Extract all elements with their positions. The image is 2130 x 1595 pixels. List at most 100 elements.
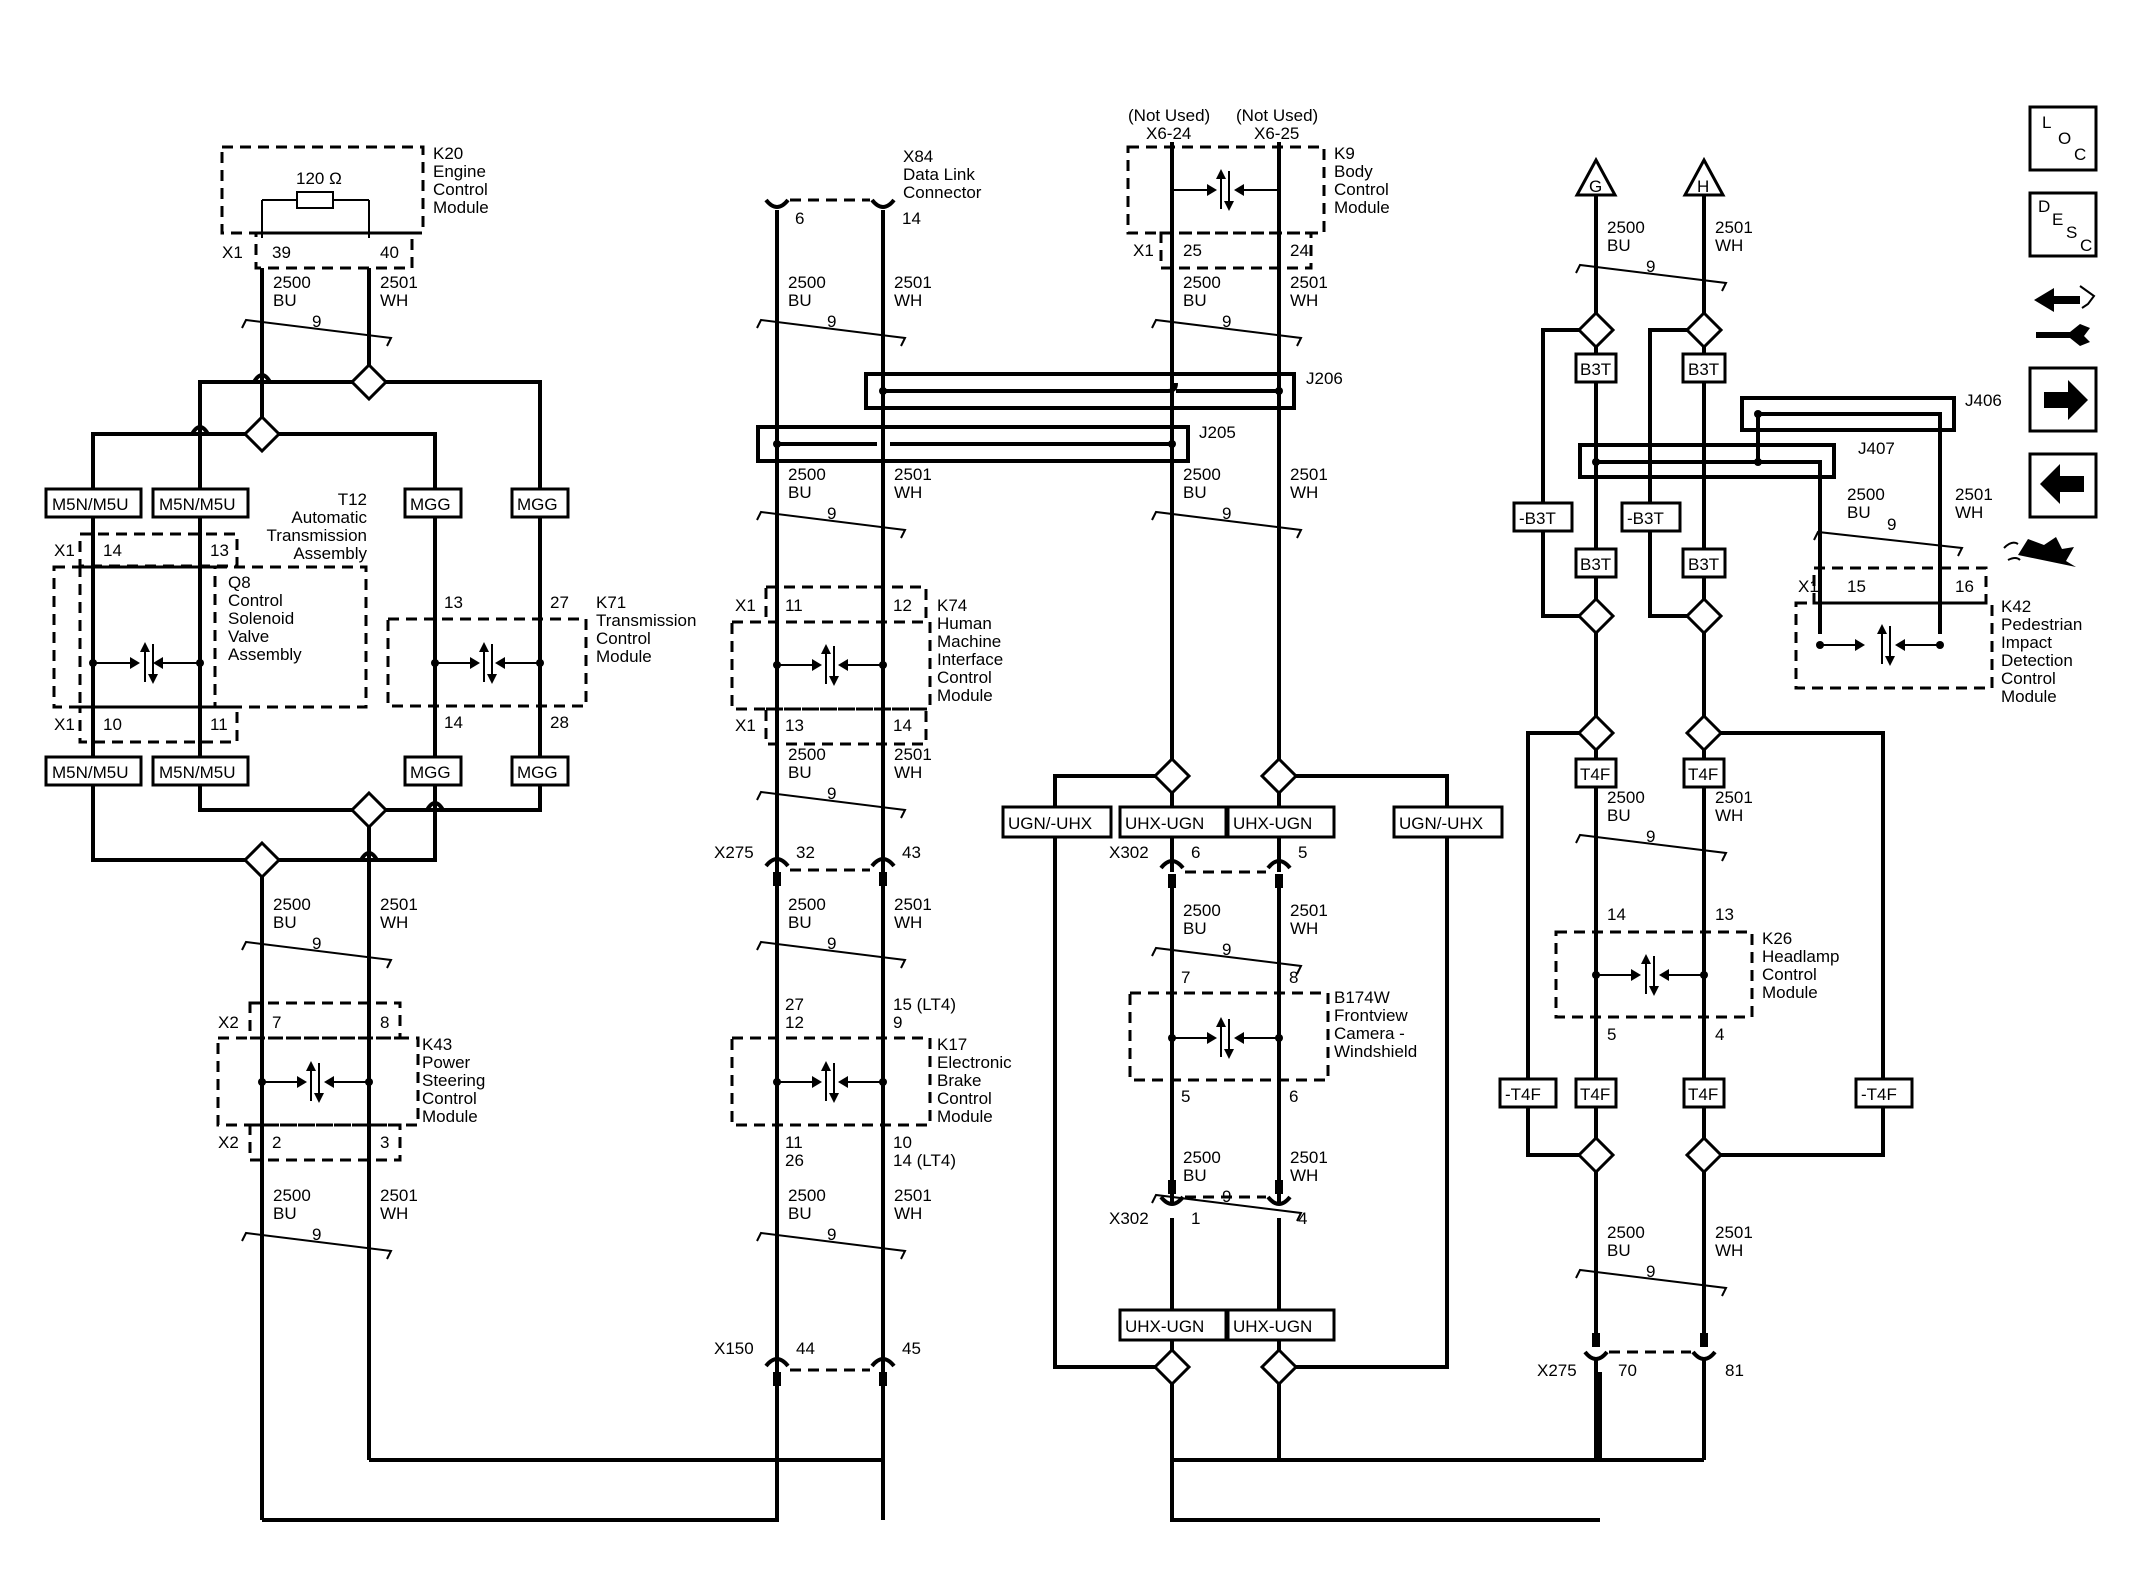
module-id: K42 [2001, 597, 2031, 616]
twisted-pair-marker [1575, 263, 1728, 292]
x84-data-link-connector[interactable]: 6 14 X84 Data Link Connector [764, 147, 982, 228]
offpage-label: G [1589, 177, 1602, 196]
option-boxes-t12[interactable]: M5N/M5U M5N/M5U MGG MGG M5N/M5U M5N/M5U … [44, 487, 570, 787]
wire-color-label: BU [788, 291, 812, 310]
splice-pack-j406[interactable]: J406 [1740, 391, 2002, 634]
q8-control-solenoid-valve-assembly[interactable]: X1 14 13 X1 10 11 Q8 Control Solenoid Va… [54, 532, 302, 744]
splice-pack-j206[interactable]: J206 [864, 369, 1343, 410]
k20-engine-control-module[interactable]: 120 Ω X1 39 40 K20 Engine Control Module [220, 144, 489, 270]
option-label: MGG [410, 495, 451, 514]
desc-icon[interactable]: D E S C [2028, 191, 2098, 258]
option-boxes-right[interactable]: B3T B3T -B3T -B3T B3T B3T T4F T4F -T4F T… [1498, 352, 1914, 1109]
wire-color-label: WH [1290, 919, 1318, 938]
wire-circuit-label: 2501 [1715, 1223, 1753, 1242]
module-name: Machine [937, 632, 1001, 651]
wire-color-label: WH [1290, 483, 1318, 502]
module-name: Electronic [937, 1053, 1012, 1072]
splice-pack-j407[interactable]: J407 [1578, 414, 1895, 634]
module-name: Valve [228, 627, 269, 646]
x275-connector-a[interactable]: X275 32 43 [714, 843, 921, 886]
bus-transceiver-icon [1816, 624, 1944, 666]
loc-icon[interactable]: L O C [2028, 105, 2098, 172]
next-arrow-icon[interactable] [2028, 366, 2098, 433]
pin-label: 44 [796, 1339, 815, 1358]
module-name: Module [1334, 198, 1390, 217]
ugn-uhx-loop [1053, 756, 1449, 1520]
module-name: Module [2001, 687, 2057, 706]
x302-connector-b[interactable]: X302 1 4 [1109, 1180, 1307, 1228]
wire-color-label: WH [894, 913, 922, 932]
b174w-frontview-camera[interactable]: 7 8 5 6 B174W Frontview Camera - Windshi… [1128, 968, 1417, 1106]
wire-circuit-label: 2501 [894, 745, 932, 764]
wire-size-label: 9 [827, 312, 836, 331]
module-name: Control [596, 629, 651, 648]
k42-pedestrian-impact-detection[interactable]: X1 15 16 K42 Pedestrian Impact Detection… [1794, 537, 2082, 706]
k17-electronic-brake-control-module[interactable]: 27 12 15 (LT4) 9 11 26 10 14 (LT4) K17 E… [730, 995, 1012, 1170]
pin-label: 5 [1298, 843, 1307, 862]
right-bus-network [1170, 195, 1885, 1522]
pin-label: 13 [1715, 905, 1734, 924]
x275-connector-b[interactable]: X275 70 81 [1537, 1333, 1744, 1380]
pin-label: 4 [1298, 1209, 1307, 1228]
module-id: Q8 [228, 573, 251, 592]
module-name: Control [937, 1089, 992, 1108]
k74-human-machine-interface-control-module[interactable]: X1 11 12 X1 13 14 K74 Human Machine Inte… [730, 585, 1003, 746]
pin-label: 14 (LT4) [893, 1151, 956, 1170]
option-label: UHX-UGN [1125, 1317, 1204, 1336]
t12-automatic-transmission-assembly[interactable]: T12 Automatic Transmission Assembly [52, 490, 368, 709]
option-label: B3T [1580, 360, 1611, 379]
module-id: K74 [937, 596, 967, 615]
wire-size-label: 9 [827, 784, 836, 803]
bus-transceiver-icon [431, 642, 544, 684]
wire-circuit-label: 2500 [1183, 901, 1221, 920]
pin-label: 11 [785, 1133, 803, 1152]
wire-color-label: BU [788, 1204, 812, 1223]
k26-headlamp-control-module[interactable]: 14 13 5 4 K26 Headlamp Control Module [1554, 905, 1840, 1044]
option-label: T4F [1688, 765, 1718, 784]
k9-body-control-module[interactable]: (Not Used) X6-24 (Not Used) X6-25 X1 25 … [1126, 106, 1390, 780]
x150-connector[interactable]: X150 44 45 [714, 1339, 921, 1386]
option-label: M5N/M5U [159, 763, 236, 782]
wire-circuit-label: 2501 [894, 895, 932, 914]
not-used-label: (Not Used) [1128, 106, 1210, 125]
option-label: T4F [1580, 1085, 1610, 1104]
x302-connector-a[interactable]: X302 6 5 [1109, 843, 1307, 888]
offpage-connectors[interactable]: G H [1574, 156, 1726, 197]
pin-label: 81 [1725, 1361, 1744, 1380]
wire-circuit-label: 2500 [1847, 485, 1885, 504]
splice-pack-j205[interactable]: J205 [756, 423, 1236, 463]
offpage-label: H [1697, 177, 1709, 196]
k43-power-steering-control-module[interactable]: X2 7 8 X2 2 3 K43 Power Steering Control… [216, 1001, 485, 1162]
wire-circuit-label: 2500 [273, 895, 311, 914]
previous-arrow-icon[interactable] [2028, 452, 2098, 519]
wire-color-label: WH [894, 483, 922, 502]
pin-label: 14 [1607, 905, 1626, 924]
wire-circuit-label: 2501 [1290, 1148, 1328, 1167]
wire-color-label: BU [273, 1204, 297, 1223]
wire-color-label: WH [1715, 1241, 1743, 1260]
module-name: Module [937, 1107, 993, 1126]
pin-label: 14 [893, 716, 912, 735]
module-name: Solenoid [228, 609, 294, 628]
pin-label: 10 [893, 1133, 912, 1152]
wire-circuit-label: 2500 [1607, 1223, 1645, 1242]
connector-label: X302 [1109, 1209, 1149, 1228]
module-name: Assembly [293, 544, 367, 563]
connector-wrench-icon[interactable] [2034, 285, 2096, 346]
wire-labels: 2500BU2501WH92500BU2501WH92500BU2501WH92… [241, 218, 1993, 1297]
module-name: Pedestrian [2001, 615, 2082, 634]
not-used-label: X6-25 [1254, 124, 1299, 143]
option-boxes-ugn[interactable]: UGN/-UHX UHX-UGN UHX-UGN UGN/-UHX UHX-UG… [1001, 805, 1504, 1342]
twisted-pair-marker [1813, 530, 1964, 557]
k71-transmission-control-module[interactable]: 13 27 14 28 K71 Transmission Control Mod… [386, 593, 696, 732]
option-label: M5N/M5U [52, 763, 129, 782]
module-id: B174W [1334, 988, 1390, 1007]
twisted-pair-marker [1575, 1268, 1728, 1297]
pin-label: 25 [1183, 241, 1202, 260]
nav-letter: C [2074, 145, 2086, 164]
pin-label: 14 [902, 209, 921, 228]
twisted-pair-marker [241, 1231, 393, 1260]
pin-label: 1 [1191, 1209, 1200, 1228]
wire-size-label: 9 [1222, 940, 1231, 959]
nav-letter: O [2058, 129, 2071, 148]
